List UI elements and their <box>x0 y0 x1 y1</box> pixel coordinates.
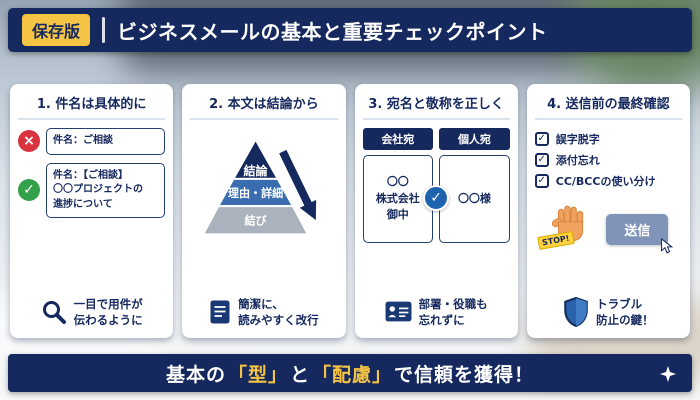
personal-example-box: 〇〇様 <box>439 155 510 243</box>
personal-column: 個人宛 〇〇様 <box>439 128 510 243</box>
card-addressee-title: 3. 宛名と敬称を正しく <box>362 93 510 120</box>
document-icon <box>210 300 230 324</box>
footer-highlight-hairyo: 「配慮」 <box>312 363 393 386</box>
bad-example-row: × 件名：ご相談 <box>18 128 166 155</box>
id-card-icon <box>385 302 412 322</box>
card-body-title: 2. 本文は結論から <box>190 93 338 120</box>
cross-icon: × <box>18 130 40 153</box>
magnifier-icon <box>42 300 66 324</box>
checklist-label: 添付忘れ <box>555 153 600 167</box>
good-example-row: ✓ 件名：【ご相談】 〇〇プロジェクトの 進捗について <box>18 162 166 218</box>
company-example-box: 〇〇 株式会社 御中 <box>362 155 434 243</box>
save-badge: 保存版 <box>22 14 91 46</box>
pyramid-diagram: 結論 理由・詳細 結び <box>201 137 317 236</box>
card-body: 2. 本文は結論から 結論 理由・詳細 結び <box>182 84 346 338</box>
checklist-label: CC/BCCの使い分け <box>555 174 656 188</box>
card-final-check: 4. 送信前の最終確認 ✓ 誤字脱字 ✓ 添付忘れ ✓ CC/BCCの使い分け <box>526 84 690 338</box>
card-final-check-title: 4. 送信前の最終確認 <box>534 93 682 120</box>
checkbox-icon: ✓ <box>534 131 549 146</box>
bad-subject-box: 件名：ご相談 <box>46 128 166 155</box>
card-addressee: 3. 宛名と敬称を正しく 会社宛 〇〇 株式会社 御中 個人宛 〇〇様 ✓ <box>354 84 518 338</box>
footer-banner: 基本の 「型」 と 「配慮」 で信頼を獲得！ <box>8 354 692 392</box>
pyramid-bottom-level <box>201 205 310 236</box>
check-icon: ✓ <box>18 179 40 202</box>
send-button-label: 送信 <box>624 224 651 239</box>
checklist-item: ✓ 誤字脱字 <box>534 131 682 147</box>
stop-hand: STOP! <box>537 203 592 250</box>
cards-row: 1. 件名は具体的に × 件名：ご相談 ✓ 件名：【ご相談】 〇〇プロジェクトの… <box>10 84 690 338</box>
card-subject: 1. 件名は具体的に × 件名：ご相談 ✓ 件名：【ご相談】 〇〇プロジェクトの… <box>10 84 174 338</box>
checkbox-icon: ✓ <box>534 152 549 167</box>
checklist-item: ✓ CC/BCCの使い分け <box>534 173 682 189</box>
personal-header: 個人宛 <box>439 128 510 150</box>
card-final-check-footnote: トラブル 防止の鍵！ <box>596 296 654 327</box>
sparkle-icon <box>660 366 676 382</box>
card-body-footer: 簡潔に、 読みやすく改行 <box>209 296 319 328</box>
footer-highlight-kata: 「型」 <box>227 363 288 386</box>
pyramid-bottom-label: 結び <box>245 213 268 227</box>
checklist-label: 誤字脱字 <box>555 132 600 146</box>
company-column: 会社宛 〇〇 株式会社 御中 <box>362 128 434 243</box>
card-subject-footer: 一目で用件が 伝わるように <box>41 296 143 328</box>
shield-icon <box>564 296 588 327</box>
company-header: 会社宛 <box>362 128 434 150</box>
checkbox-icon: ✓ <box>534 173 549 188</box>
card-addressee-footnote: 部署・役職も 忘れずに <box>418 296 488 327</box>
pyramid-top-label: 結論 <box>244 163 269 178</box>
header-banner: 保存版 ビジネスメールの基本と重要チェックポイント <box>8 8 692 52</box>
blue-check-circle-icon: ✓ <box>423 185 450 212</box>
card-addressee-footer: 部署・役職も 忘れずに <box>385 296 488 328</box>
page-title: ビジネスメールの基本と重要チェックポイント <box>117 19 548 44</box>
stop-label: STOP! <box>537 231 575 250</box>
footer-text: と <box>289 363 310 386</box>
footer-text: 基本の <box>165 363 226 386</box>
card-body-footnote: 簡潔に、 読みやすく改行 <box>238 296 319 327</box>
address-examples: 会社宛 〇〇 株式会社 御中 個人宛 〇〇様 ✓ <box>362 128 510 243</box>
checklist-item: ✓ 添付忘れ <box>534 152 682 168</box>
stop-send-row: STOP! 送信 <box>535 203 682 254</box>
card-subject-title: 1. 件名は具体的に <box>18 93 166 120</box>
card-subject-footnote: 一目で用件が 伝わるように <box>73 296 143 327</box>
cursor-icon <box>661 238 674 254</box>
footer-text: で信頼を獲得！ <box>394 363 535 386</box>
good-subject-box: 件名：【ご相談】 〇〇プロジェクトの 進捗について <box>46 162 166 218</box>
pyramid-flow-arrow <box>279 149 317 221</box>
header-divider <box>102 17 106 43</box>
send-button: 送信 <box>606 214 674 254</box>
pyramid-middle-label: 理由・詳細 <box>228 186 283 200</box>
card-final-check-footer: トラブル 防止の鍵！ <box>563 296 654 328</box>
